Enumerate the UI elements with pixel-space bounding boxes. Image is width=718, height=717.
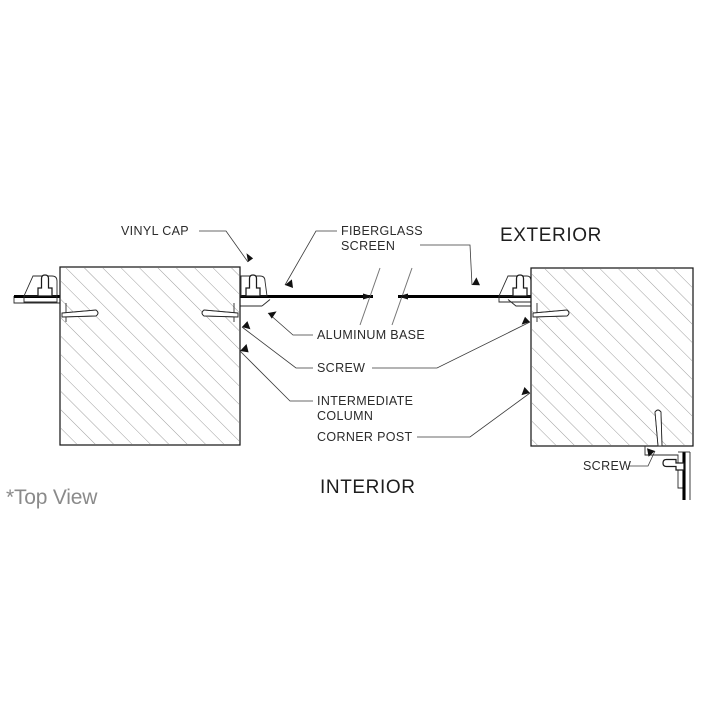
leader-intermediate-column	[239, 350, 313, 402]
screw-left-column-far	[201, 309, 239, 318]
vinyl-cap-right	[498, 274, 532, 303]
leader-corner-post-arrow	[521, 387, 530, 396]
leader-screw-corner-arrow	[521, 316, 530, 325]
corner-post-right	[530, 267, 694, 447]
leader-corner-post	[417, 392, 531, 438]
base-flange-right	[507, 297, 532, 307]
leader-lines	[199, 230, 656, 467]
right-column-hatch	[532, 269, 692, 445]
vinyl-cap-left	[23, 274, 58, 303]
left-column-hatch	[61, 268, 239, 444]
bottom-right-base-assembly	[644, 446, 691, 500]
screw-corner-post-horizontal	[532, 309, 570, 318]
base-flange-left	[239, 297, 262, 307]
vinyl-cap-middle	[240, 274, 268, 297]
leader-screen-left-arrow	[285, 279, 293, 288]
label-screw-right: SCREW	[583, 459, 631, 473]
label-aluminum-base: ALUMINUM BASE	[317, 328, 425, 342]
label-corner-post: CORNER POST	[317, 430, 413, 444]
leader-screen-right	[420, 244, 473, 286]
leader-screw-bottom-arrow	[647, 448, 655, 457]
label-fiberglass-screen-1: FIBERGLASS	[341, 224, 423, 238]
label-intermediate-col-2: COLUMN	[317, 409, 373, 423]
leader-vinyl-cap	[199, 230, 249, 263]
leader-screw-bottom	[628, 450, 656, 467]
callout-labels: VINYL CAP FIBERGLASS SCREEN ALUMINUM BAS…	[121, 224, 631, 473]
intermediate-column-left	[59, 266, 241, 446]
leader-aluminum-base	[267, 312, 313, 336]
leader-screen-left	[284, 230, 337, 286]
screw-left-column-near	[61, 309, 99, 318]
leader-screw-corner	[372, 321, 531, 369]
leader-vinyl-cap-arrow	[246, 253, 254, 262]
label-vinyl-cap: VINYL CAP	[121, 224, 189, 238]
leader-screen-right-arrow	[472, 277, 480, 286]
break-symbol	[359, 267, 413, 326]
base-taper-left	[261, 299, 271, 307]
label-intermediate-col-1: INTERMEDIATE	[317, 394, 413, 408]
screw-corner-post-vertical	[654, 409, 663, 447]
label-interior: INTERIOR	[320, 477, 416, 498]
leader-aluminum-base-arrow	[268, 311, 277, 319]
label-screw-left: SCREW	[317, 361, 365, 375]
label-exterior: EXTERIOR	[500, 225, 602, 246]
leader-screw-left-col	[241, 326, 313, 369]
leader-intermediate-column-arrow	[240, 344, 249, 353]
leader-screw-left-col-arrow	[242, 321, 251, 330]
orientation-labels: EXTERIOR INTERIOR	[320, 225, 602, 498]
label-fiberglass-screen-2: SCREEN	[341, 239, 395, 253]
top-view-note: *Top View	[6, 486, 98, 509]
